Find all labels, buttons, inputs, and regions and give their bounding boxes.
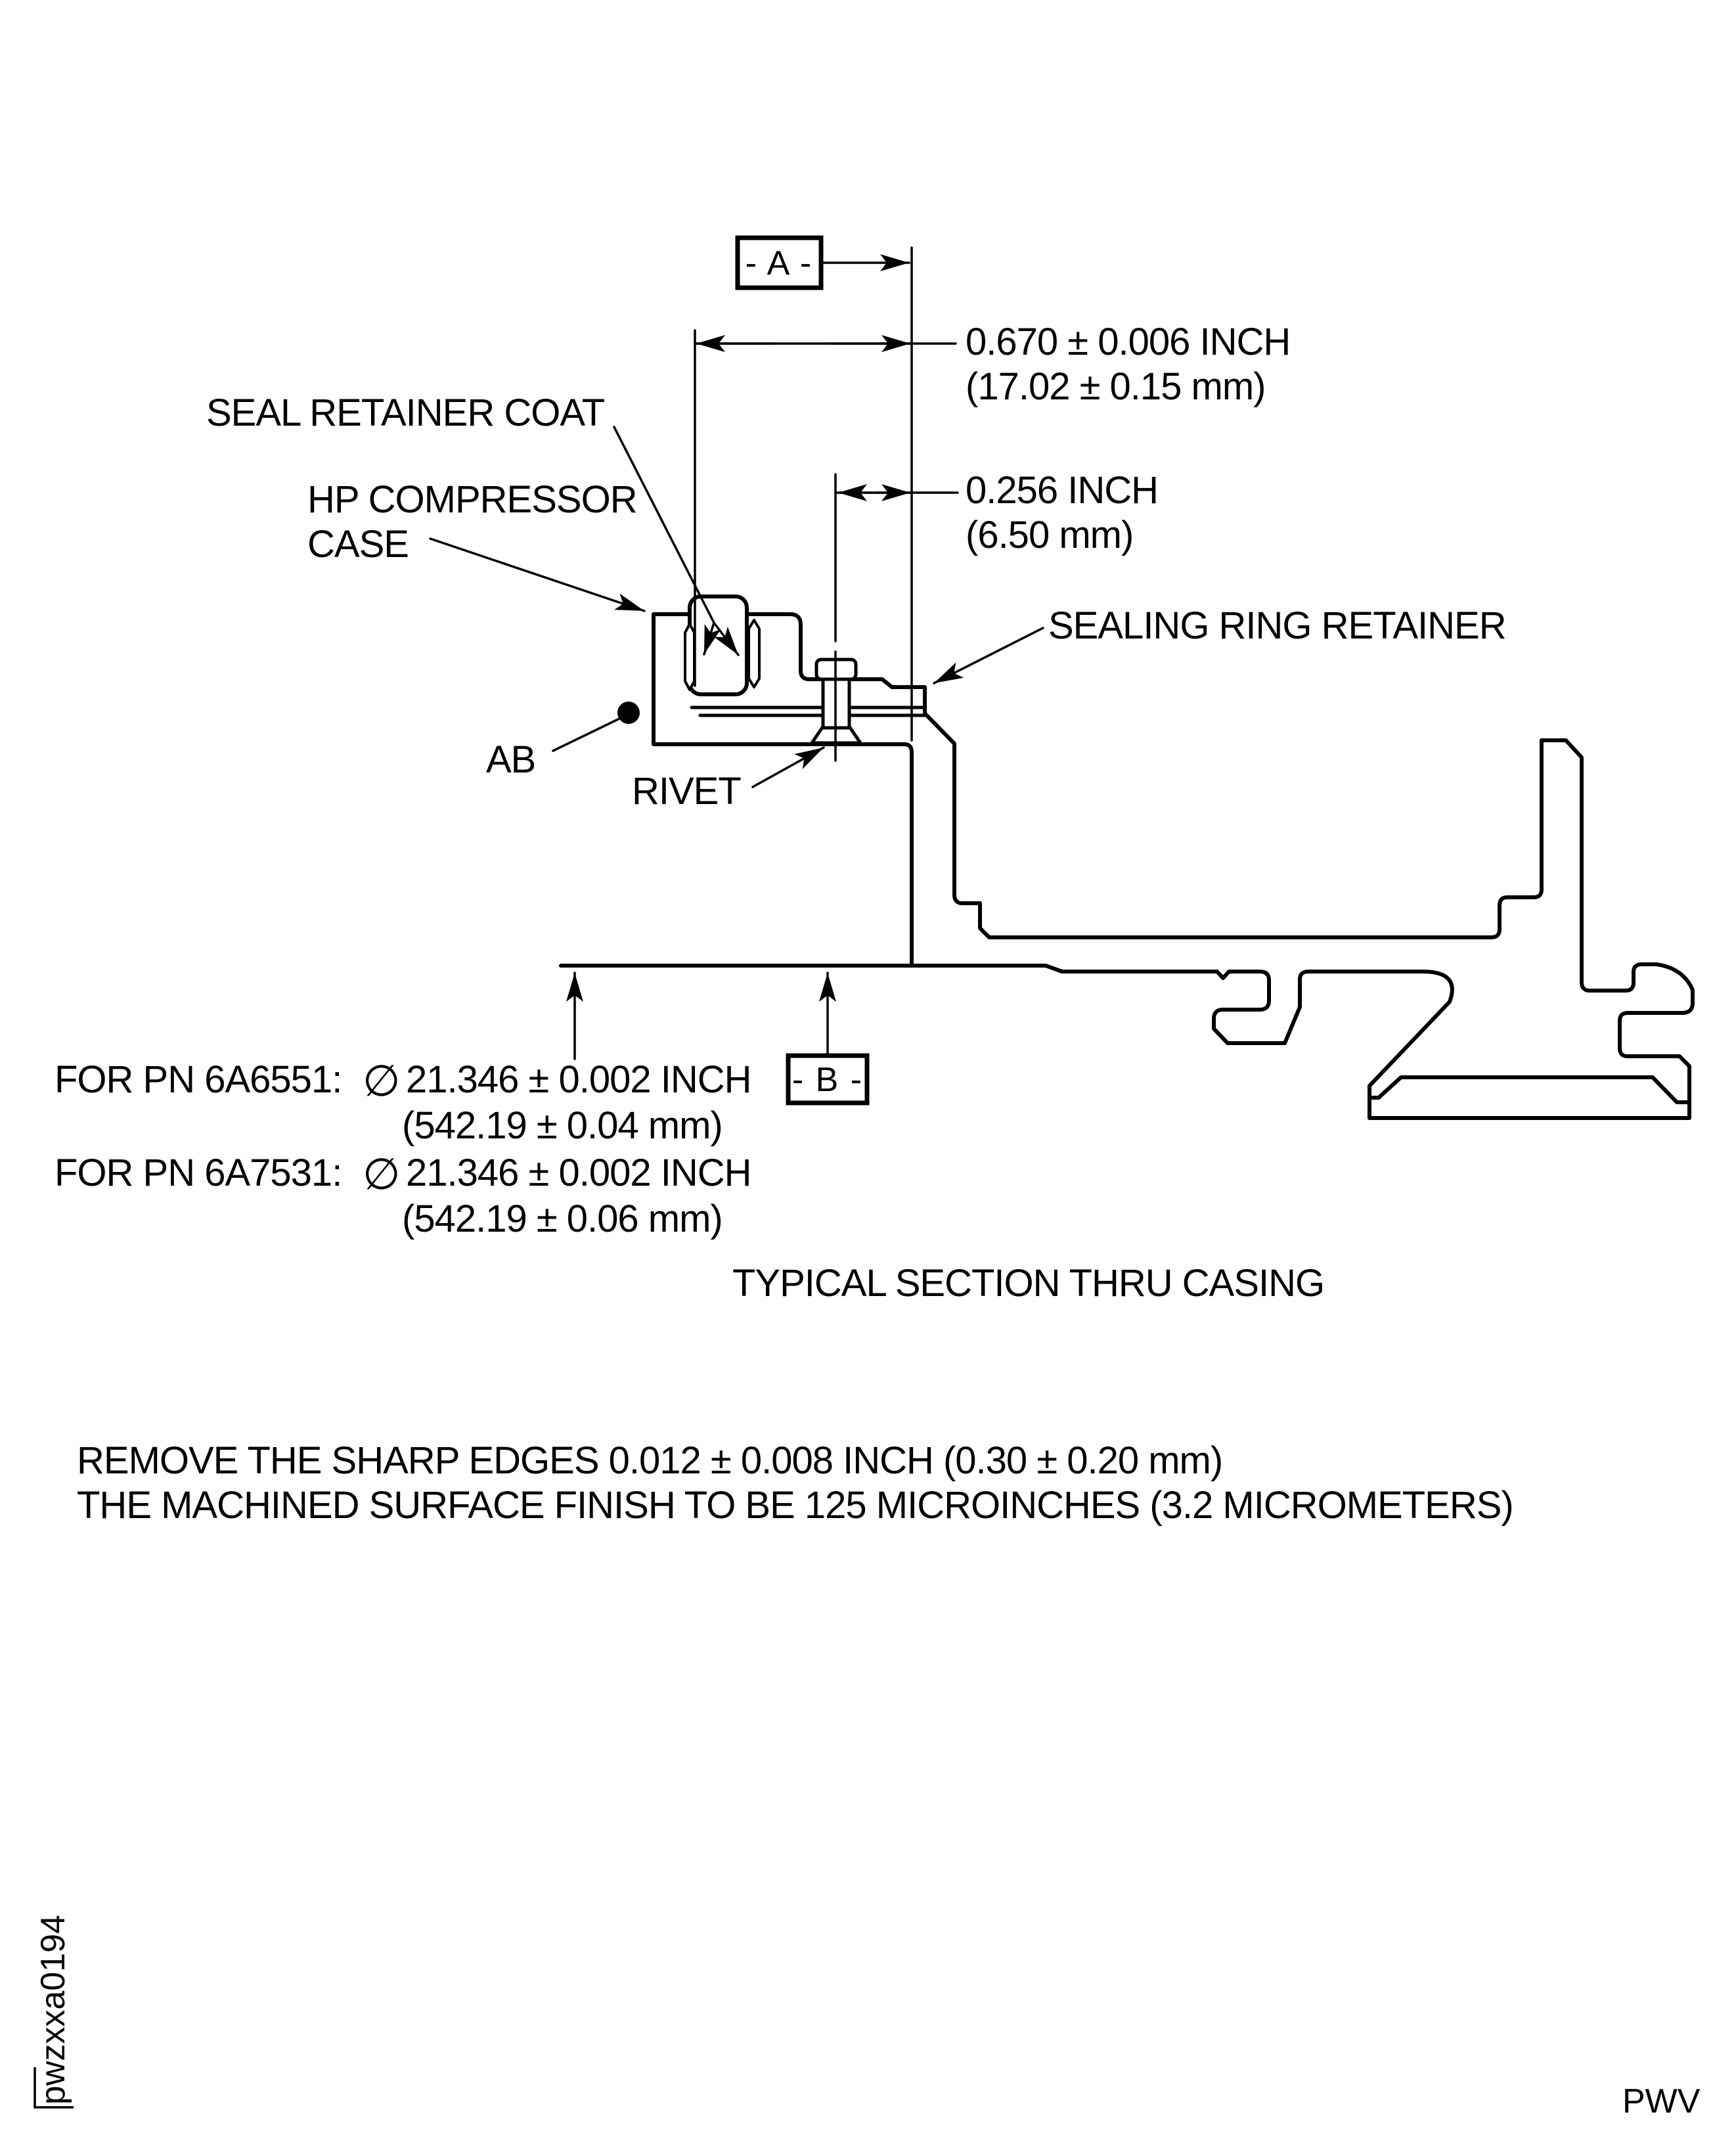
pn2-dia-symbol: ∅ — [363, 1150, 401, 1198]
label-rivet: RIVET — [632, 770, 741, 813]
leader-sealing-ring-retainer — [933, 627, 1044, 684]
datum-b-box — [786, 1053, 870, 1106]
leader-seal-retainer-coat — [613, 426, 715, 624]
label-sealing-ring-retainer: SEALING RING RETAINER — [1048, 604, 1506, 647]
leader-coat-branch-left — [703, 621, 721, 656]
page-code: PWV — [1622, 2082, 1701, 2120]
pn1-inch: 21.346 ± 0.002 INCH — [406, 1058, 751, 1101]
dim-offset-inch: 0.256 INCH — [966, 469, 1158, 512]
retainer-plate-lines — [690, 705, 927, 717]
pn1-prefix: FOR PN 6A6551: — [55, 1058, 342, 1101]
figure-code: pwzxxa0194 — [34, 1915, 72, 2105]
seal-retainer-coat-shape — [688, 594, 749, 696]
label-ab: AB — [486, 738, 535, 781]
pn2-mm: (542.19 ± 0.06 mm) — [402, 1198, 723, 1240]
datum-b-label: - B - — [792, 1061, 863, 1099]
label-hp-compressor-case: CASE — [307, 523, 409, 566]
pn1-dia-symbol: ∅ — [363, 1056, 401, 1105]
leader-rivet — [751, 746, 825, 788]
leader-ab — [552, 717, 622, 752]
note-line2: THE MACHINED SURFACE FINISH TO BE 125 MI… — [77, 1484, 1513, 1527]
pn2-inch: 21.346 ± 0.002 INCH — [406, 1152, 751, 1194]
leader-hp-compressor-case — [429, 537, 646, 612]
coat-liner-left — [684, 623, 696, 691]
pn2-prefix: FOR PN 6A7531: — [55, 1152, 342, 1194]
coat-liner-right — [747, 619, 761, 688]
note-line1: REMOVE THE SHARP EDGES 0.012 ± 0.008 INC… — [77, 1439, 1222, 1482]
dim-depth-mm: (17.02 ± 0.15 mm) — [966, 365, 1265, 408]
dim-depth-inch: 0.670 ± 0.006 INCH — [966, 321, 1290, 363]
pn1-mm: (542.19 ± 0.04 mm) — [402, 1104, 723, 1147]
ab-reference-dot — [617, 702, 640, 724]
datum-a-box — [735, 235, 824, 290]
label-hp-compressor: HP COMPRESSOR — [307, 478, 637, 521]
label-seal-retainer-coat: SEAL RETAINER COAT — [206, 392, 605, 434]
leader-coat-branch-right — [713, 621, 740, 656]
figure-title: TYPICAL SECTION THRU CASING — [732, 1262, 1324, 1305]
datum-a-label: - A - — [746, 244, 812, 282]
casing-outline — [559, 612, 1695, 1120]
figure-code-bracket — [33, 2067, 74, 2109]
flange-foot-edge — [1368, 1075, 1691, 1104]
dim-offset-mm: (6.50 mm) — [966, 514, 1133, 556]
